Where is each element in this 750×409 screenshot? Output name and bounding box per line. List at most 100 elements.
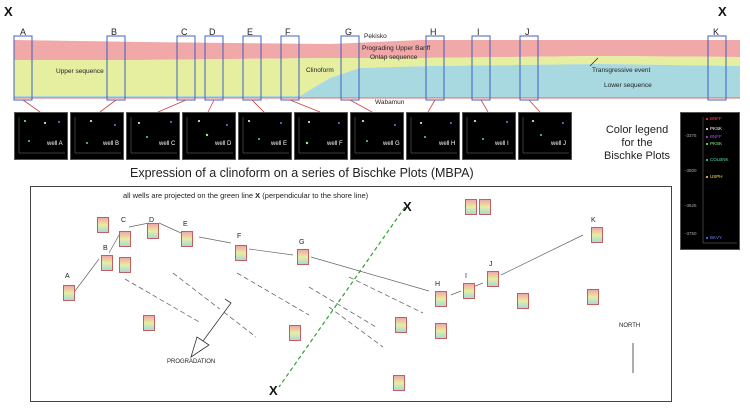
xsec-well-label-i: I <box>477 27 480 37</box>
well-icon <box>181 231 193 247</box>
bischke-panel-label: well I <box>495 141 509 147</box>
map-well-label-h: H <box>435 281 441 288</box>
xsec-well-label-a: A <box>20 27 27 37</box>
clinoform-label: Clinoform <box>306 67 334 74</box>
well-icon <box>297 249 309 265</box>
progradation-arrow <box>190 298 232 358</box>
well-icon <box>463 283 475 299</box>
shoreline-dashes <box>124 272 424 348</box>
bischke-panel-label: well H <box>439 141 456 147</box>
well-icon <box>465 199 477 215</box>
bischke-panel-g: well G <box>350 112 404 160</box>
xsec-well-label-c: C <box>181 27 188 37</box>
progradation-label: PROGRADATION <box>167 359 216 365</box>
bischke-panel-j: well J <box>518 112 572 160</box>
bischke-panel-label: well E <box>271 141 288 147</box>
legend-tick: -3375 <box>685 133 697 138</box>
bischke-panel-b: well B <box>70 112 124 160</box>
note-x: X <box>255 191 261 200</box>
well-icon <box>235 245 247 261</box>
well-icon <box>63 285 75 301</box>
bischke-panels: well A well B well C well D well E well … <box>14 112 572 160</box>
legend-title: Color legend for the Bischke Plots <box>596 124 678 163</box>
xsec-well-label-h: H <box>430 27 437 37</box>
projection-line <box>278 206 406 388</box>
well-icon <box>119 257 131 273</box>
legend-entry: BNFF <box>710 134 722 139</box>
well-icon <box>591 227 603 243</box>
well-icon <box>395 317 407 333</box>
legend-entry: USPH <box>710 174 723 179</box>
bischke-panel-c: well C <box>126 112 180 160</box>
bischke-panel-i: well I <box>462 112 516 160</box>
map-well-label-a: A <box>65 273 70 280</box>
well-icon <box>289 325 301 341</box>
map-well-label-d: D <box>149 217 155 224</box>
legend-plot: BNFF PKSK BNFF PKSK COLBNK USPH BKVY -33… <box>680 112 740 250</box>
bischke-panel-label: well J <box>551 141 567 147</box>
legend-entry: PKSK <box>710 126 723 131</box>
pekisko-label: Pekisko <box>364 33 387 40</box>
main-title: Expression of a clinoform on a series of… <box>130 166 474 180</box>
well-icon <box>147 223 159 239</box>
bischke-panel-label: well A <box>47 141 63 147</box>
xsec-well-label-d: D <box>209 27 216 37</box>
bischke-panel-label: well D <box>215 141 232 147</box>
upper-sequence-label: Upper sequence <box>56 68 104 75</box>
left-end-marker: X <box>4 4 13 19</box>
xsec-well-label-f: F <box>285 27 291 37</box>
well-icon <box>101 255 113 271</box>
well-column-k <box>707 35 727 101</box>
well-icon <box>393 375 405 391</box>
bischke-panel-label: well F <box>327 141 343 147</box>
bischke-panel-f: well F <box>294 112 348 160</box>
map-well-label-c: C <box>121 217 127 224</box>
wabamun-label: Wabamun <box>375 99 405 106</box>
xsec-well-label-j: J <box>525 27 530 37</box>
cross-section <box>13 35 740 112</box>
legend-tick: -3500 <box>685 168 697 173</box>
well-icon <box>487 271 499 287</box>
right-end-marker: X <box>718 4 727 19</box>
well-icon <box>479 199 491 215</box>
transgressive-arrow <box>589 57 599 67</box>
map-well-label-k: K <box>591 217 596 224</box>
legend-title-line: Color legend <box>605 124 669 136</box>
map-drawing <box>74 206 634 388</box>
legend-entry: COLBNK <box>710 157 729 162</box>
legend-entry: PKSK <box>710 141 723 146</box>
bischke-panel-e: well E <box>238 112 292 160</box>
xsec-well-label-k: K <box>713 27 720 37</box>
map-well-label-j: J <box>489 261 493 268</box>
xsec-well-label-g: G <box>345 27 353 37</box>
well-icon <box>435 323 447 339</box>
panel-connectors <box>22 99 541 112</box>
lower-sequence-label: Lower sequence <box>604 82 652 89</box>
xsec-well-label-b: B <box>111 27 118 37</box>
note-suffix: (perpendicular to the shore line) <box>260 191 369 200</box>
projection-note: all wells are projected on the green lin… <box>123 191 368 200</box>
well-icon <box>587 289 599 305</box>
legend-title-line: for the <box>621 137 653 149</box>
well-icon <box>97 217 109 233</box>
bischke-panel-label: well B <box>103 141 120 147</box>
line-top-x: X <box>403 199 412 214</box>
xsec-well-label-e: E <box>247 27 254 37</box>
well-icon <box>119 231 131 247</box>
bischke-panel-d: well D <box>182 112 236 160</box>
map-well-label-e: E <box>183 221 188 228</box>
bischke-panel-h: well H <box>406 112 460 160</box>
legend-tick: -3625 <box>685 203 697 208</box>
transgressive-label: Transgressive event <box>592 67 651 74</box>
well-map: A B C D E F G H I J K all wells are proj… <box>30 186 672 402</box>
map-well-label-g: G <box>299 239 305 246</box>
bischke-panel-label: well G <box>383 141 400 147</box>
prograding-label: Prograding Upper Banff <box>362 45 431 52</box>
line-bottom-x: X <box>269 383 278 398</box>
map-well-label-i: I <box>465 273 467 280</box>
note-prefix: all wells are projected on the green lin… <box>123 191 256 200</box>
lower-sequence-band <box>14 64 740 98</box>
well-icon <box>143 315 155 331</box>
well-icon <box>517 293 529 309</box>
well-connectors <box>74 222 584 296</box>
